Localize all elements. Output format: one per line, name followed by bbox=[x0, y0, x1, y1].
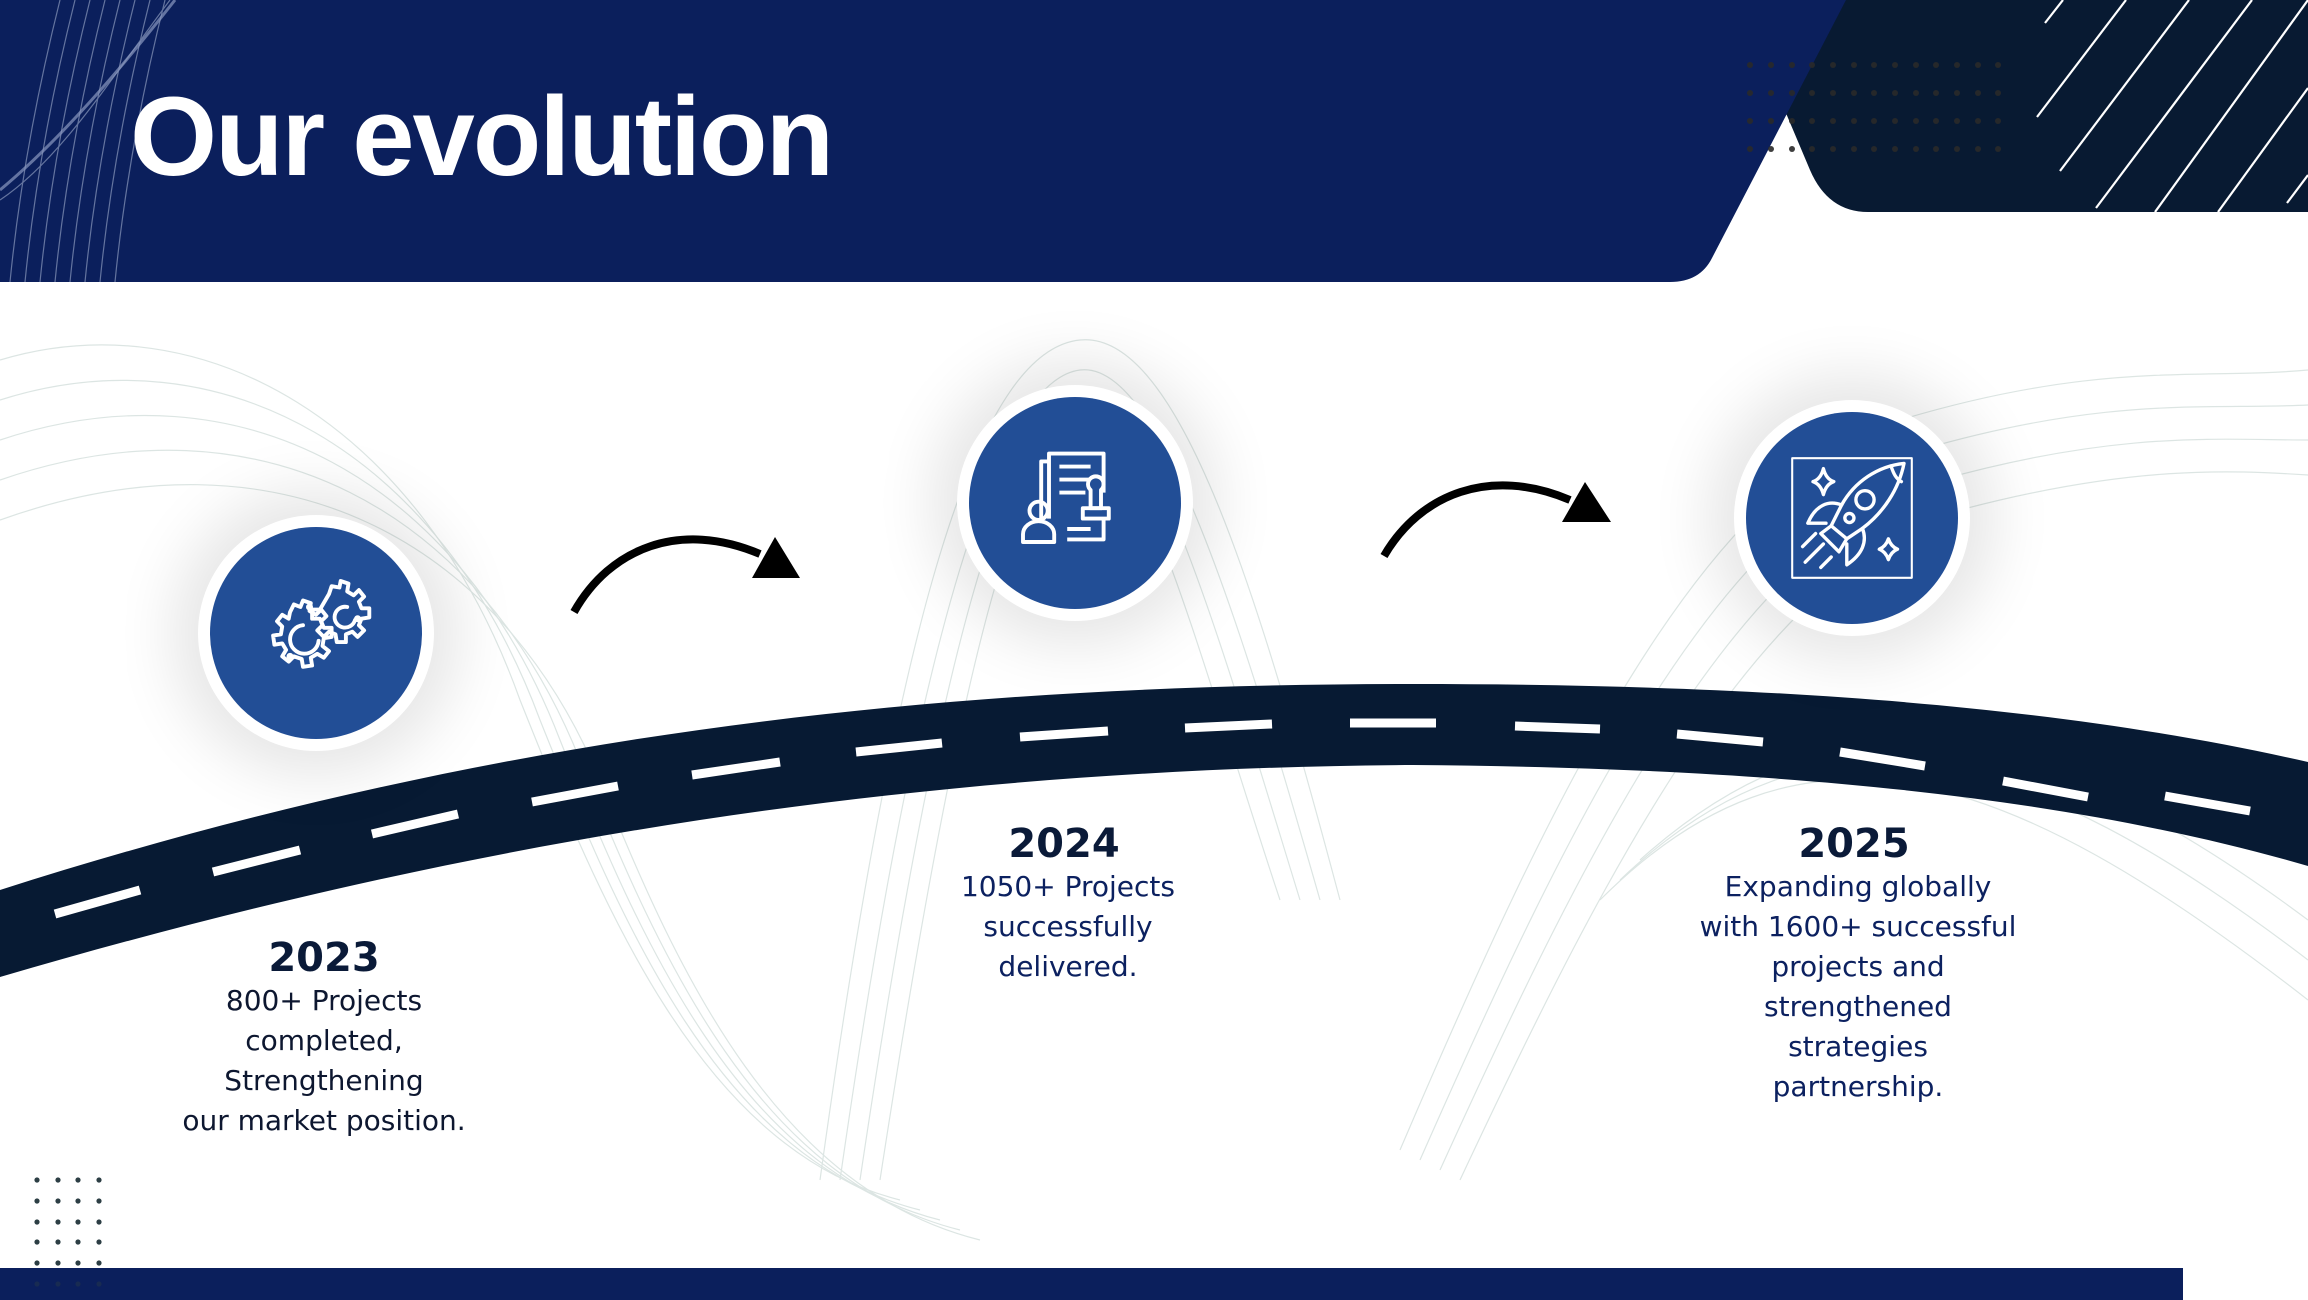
dark-corner-panel bbox=[1772, 0, 2308, 212]
description-line: our market position. bbox=[182, 1104, 466, 1137]
milestone-description: 1050+ Projects successfully delivered. bbox=[858, 867, 1278, 987]
arrow-icon bbox=[570, 535, 800, 614]
description-line: 800+ Projects bbox=[225, 984, 423, 1017]
milestone-2024: 2024 1050+ Projects successfully deliver… bbox=[858, 821, 1278, 987]
milestone-icon-2025 bbox=[1734, 400, 1970, 636]
description-line: delivered. bbox=[998, 950, 1138, 983]
description-line: successfully bbox=[983, 910, 1153, 943]
description-line: projects and bbox=[1771, 950, 1945, 983]
description-line: 1050+ Projects bbox=[960, 870, 1175, 903]
milestone-description: 800+ Projects completed, Strengthening o… bbox=[114, 981, 534, 1141]
header-banner bbox=[0, 0, 1846, 282]
gears-icon bbox=[271, 579, 372, 669]
description-line: with 1600+ successful bbox=[1699, 910, 2017, 943]
milestone-description: Expanding globally with 1600+ successful… bbox=[1648, 867, 2068, 1107]
milestone-year: 2023 bbox=[268, 935, 380, 981]
milestone-icon-2024 bbox=[957, 385, 1193, 621]
arrow-icon bbox=[1380, 481, 1611, 559]
milestone-year: 2025 bbox=[1798, 821, 1910, 867]
footer-bar bbox=[0, 1268, 2183, 1300]
description-line: completed, bbox=[245, 1024, 403, 1057]
milestone-icon-2023 bbox=[198, 515, 434, 751]
rocket-icon bbox=[1791, 457, 1913, 579]
description-line: strategies bbox=[1788, 1030, 1928, 1063]
description-line: Strengthening bbox=[224, 1064, 424, 1097]
description-line: strengthened bbox=[1764, 990, 1952, 1023]
milestone-2025: 2025 Expanding globally with 1600+ succe… bbox=[1648, 821, 2068, 1107]
page-title: Our evolution bbox=[130, 74, 834, 199]
document-stamp-icon bbox=[1021, 451, 1111, 544]
milestone-year: 2024 bbox=[1008, 821, 1120, 867]
milestone-2023: 2023 800+ Projects completed, Strengthen… bbox=[114, 935, 534, 1141]
description-line: partnership. bbox=[1772, 1070, 1944, 1103]
description-line: Expanding globally bbox=[1724, 870, 1992, 903]
